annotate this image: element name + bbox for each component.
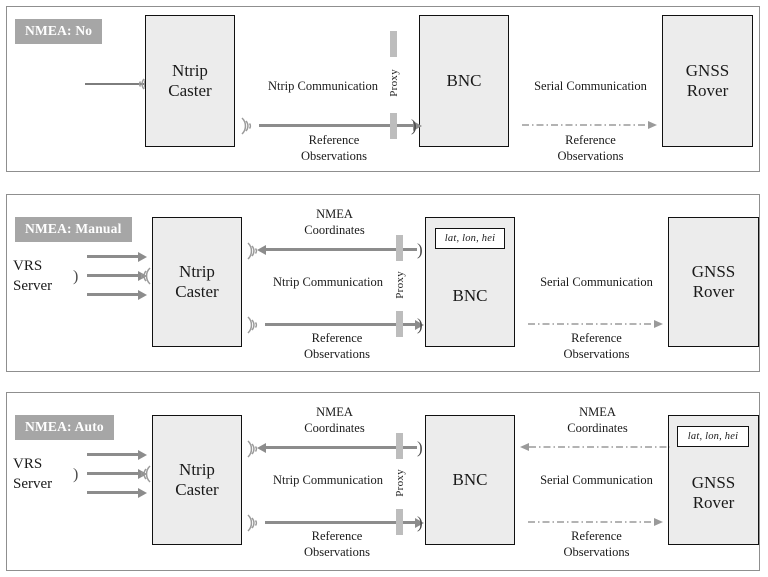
node-ntrip-caster: Ntrip Caster bbox=[145, 15, 235, 147]
arrow-reference-observations-left bbox=[265, 323, 416, 326]
label-serial-communication: Serial Communication bbox=[540, 473, 653, 487]
label-reference-observations-left: Reference Observations bbox=[301, 133, 367, 163]
node-label: GNSS Rover bbox=[691, 261, 736, 301]
coords-chip-rover: lat, lon, hei bbox=[677, 426, 749, 447]
label-proxy: Proxy bbox=[394, 271, 406, 299]
label-reference-observations-left: Reference Observations bbox=[304, 529, 370, 559]
panel-nmea-auto: NMEA: Auto VRS Server ) Ntrip Caster BNC bbox=[6, 392, 760, 571]
panel-nmea-no: NMEA: No Ntrip Caster BNC GNSS Rover bbox=[6, 6, 760, 172]
arrow-reference-observations-right bbox=[528, 518, 663, 526]
node-gnss-rover: GNSS Rover bbox=[668, 217, 759, 347]
label-vrs-server: VRS Server bbox=[13, 456, 53, 492]
proxy-bar-upper bbox=[390, 31, 397, 57]
arrow-vrs-stream-2 bbox=[87, 472, 139, 475]
label-serial-communication: Serial Communication bbox=[540, 275, 653, 289]
proxy-bar-upper bbox=[396, 235, 403, 261]
node-label: GNSS Rover bbox=[691, 472, 736, 512]
node-ntrip-caster: Ntrip Caster bbox=[152, 217, 242, 347]
proxy-bar-lower bbox=[396, 311, 403, 337]
arrow-nmea-coordinates-left bbox=[265, 248, 417, 251]
label-nmea-coordinates-right: NMEA Coordinates bbox=[567, 405, 628, 435]
antenna-transmit-icon bbox=[247, 440, 258, 458]
arrow-reference-observations-left bbox=[265, 521, 416, 524]
proxy-bar-lower bbox=[396, 509, 403, 535]
label-ntrip-communication: Ntrip Communication bbox=[272, 473, 384, 487]
vrs-antenna-paren-icon: ) bbox=[73, 466, 79, 483]
node-label: Ntrip Caster bbox=[168, 60, 212, 100]
arrow-vrs-stream-2 bbox=[87, 274, 139, 277]
label-proxy: Proxy bbox=[388, 69, 400, 97]
label-serial-communication: Serial Communication bbox=[534, 79, 647, 93]
label-vrs-server: VRS Server bbox=[13, 258, 53, 294]
label-proxy: Proxy bbox=[394, 469, 406, 497]
arrow-reference-observations-left bbox=[259, 124, 414, 127]
antenna-paren-icon: ) bbox=[411, 116, 417, 135]
arrow-vrs-stream-1 bbox=[87, 255, 139, 258]
node-label: BNC bbox=[452, 285, 488, 305]
mode-badge-auto: NMEA: Auto bbox=[15, 415, 114, 440]
mode-badge-no: NMEA: No bbox=[15, 19, 103, 44]
antenna-transmit-icon bbox=[247, 242, 258, 260]
label-ntrip-communication: Ntrip Communication bbox=[272, 275, 384, 289]
vrs-antenna-paren-icon: ) bbox=[73, 268, 79, 285]
antenna-transmit-icon-lower bbox=[247, 514, 258, 532]
antenna-paren-icon-lower: ) bbox=[417, 315, 423, 334]
coords-chip-bnc: lat, lon, hei bbox=[435, 228, 505, 249]
label-reference-observations-right: Reference Observations bbox=[563, 529, 630, 559]
antenna-paren-icon-upper: ) bbox=[417, 240, 423, 259]
node-gnss-rover: GNSS Rover bbox=[662, 15, 753, 147]
label-reference-observations-right: Reference Observations bbox=[557, 133, 624, 163]
antenna-transmit-icon bbox=[241, 117, 252, 135]
mode-badge-manual: NMEA: Manual bbox=[15, 217, 132, 242]
arrow-reference-observations-right bbox=[522, 121, 657, 129]
arrow-vrs-stream-1 bbox=[87, 453, 139, 456]
proxy-bar-lower bbox=[390, 113, 397, 139]
node-label: BNC bbox=[452, 469, 488, 489]
panel-nmea-manual: NMEA: Manual VRS Server ) Ntrip Caster B… bbox=[6, 194, 760, 372]
antenna-paren-icon-lower: ) bbox=[417, 513, 423, 532]
label-reference-observations-left: Reference Observations bbox=[304, 331, 370, 361]
antenna-paren-icon-upper: ) bbox=[417, 438, 423, 457]
antenna-transmit-icon-lower bbox=[247, 316, 258, 334]
node-bnc: BNC bbox=[425, 415, 515, 545]
label-nmea-coordinates-left: NMEA Coordinates bbox=[304, 405, 365, 435]
node-bnc: BNC bbox=[419, 15, 509, 147]
antenna-receive-icon bbox=[140, 465, 151, 483]
node-label: BNC bbox=[446, 70, 482, 90]
arrow-vrs-stream-3 bbox=[87, 491, 139, 494]
arrow-input-stream bbox=[85, 83, 167, 85]
node-label: GNSS Rover bbox=[685, 60, 730, 100]
node-label: Ntrip Caster bbox=[175, 261, 219, 301]
label-reference-observations-right: Reference Observations bbox=[563, 331, 630, 361]
antenna-receive-icon bbox=[140, 267, 151, 285]
arrow-nmea-coordinates-left bbox=[265, 446, 417, 449]
node-label: Ntrip Caster bbox=[175, 459, 219, 499]
arrow-nmea-coordinates-right bbox=[520, 443, 670, 451]
arrow-reference-observations-right bbox=[528, 320, 663, 328]
node-ntrip-caster: Ntrip Caster bbox=[152, 415, 242, 545]
arrow-vrs-stream-3 bbox=[87, 293, 139, 296]
label-nmea-coordinates-left: NMEA Coordinates bbox=[304, 207, 365, 237]
label-ntrip-communication: Ntrip Communication bbox=[267, 79, 379, 93]
proxy-bar-upper bbox=[396, 433, 403, 459]
